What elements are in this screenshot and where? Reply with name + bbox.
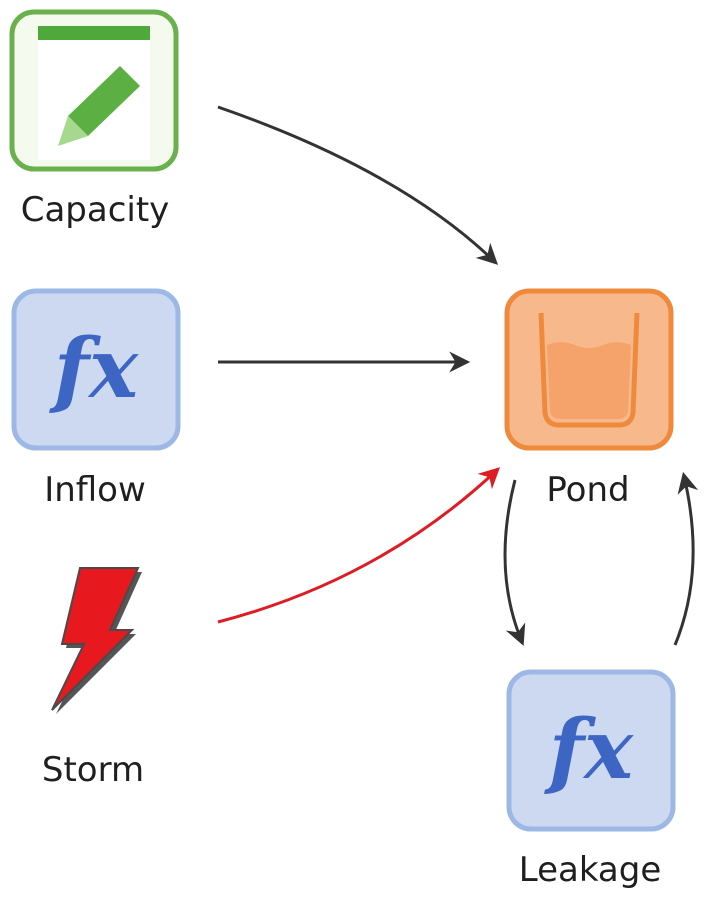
arrow-pond-to-leakage — [503, 479, 526, 646]
svg-text:fx: fx — [544, 702, 634, 798]
pond-node[interactable] — [503, 287, 675, 452]
pencil-note-icon — [9, 9, 179, 172]
inflow-label: Inflow — [44, 470, 146, 510]
leakage-label: Leakage — [518, 850, 662, 890]
function-fx-icon: fx — [11, 288, 181, 451]
function-fx-icon: fx — [506, 669, 676, 832]
inflow-node[interactable]: fx — [10, 287, 182, 452]
lightning-bolt-icon — [51, 567, 142, 714]
svg-text:fx: fx — [49, 321, 139, 417]
arrow-leakage-to-pond — [673, 471, 699, 646]
storm-node[interactable] — [40, 560, 150, 720]
arrow-storm-to-pond — [217, 467, 501, 624]
capacity-label: Capacity — [20, 190, 170, 230]
pond-label: Pond — [546, 470, 630, 510]
leakage-node[interactable]: fx — [505, 668, 677, 833]
capacity-node[interactable] — [8, 8, 180, 173]
arrow-capacity-to-pond — [217, 105, 499, 265]
storm-label: Storm — [41, 750, 145, 790]
water-container-icon — [504, 288, 674, 451]
